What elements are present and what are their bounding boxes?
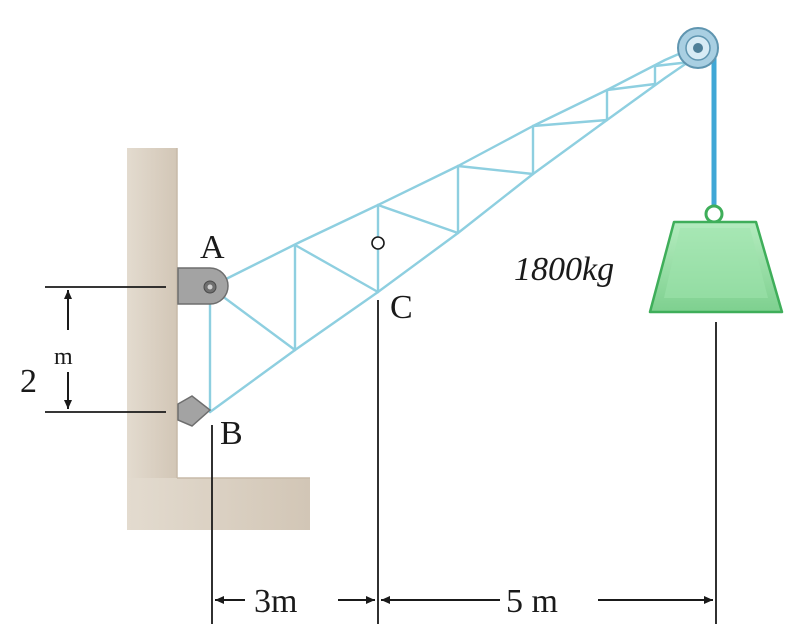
center-of-mass-marker: [371, 236, 385, 250]
truss-boom: [208, 44, 699, 414]
label-b: B: [220, 415, 243, 452]
truss-diagonal: [605, 82, 657, 92]
bottom-chord: [208, 54, 699, 414]
truss-diagonal: [376, 203, 460, 235]
weight-icon: [648, 204, 784, 314]
label-c: C: [390, 289, 413, 326]
pin-support-icon: [177, 267, 229, 305]
dim-c-to-load-label: 5 m: [506, 583, 558, 620]
horizontal-dimensions: [211, 300, 717, 624]
truss-diagonal: [531, 118, 609, 128]
mass-label: 1800kg: [514, 251, 614, 288]
rocker-support-icon: [177, 395, 212, 427]
top-chord: [208, 44, 699, 289]
height-dimension: [45, 286, 166, 413]
height-dimension-unit: m: [54, 344, 73, 370]
dim-ab-to-c-label: 3m: [254, 583, 297, 620]
truss-diagonal: [456, 164, 535, 176]
label-a: A: [200, 229, 225, 266]
pulley-icon: [677, 27, 719, 69]
wall: [127, 148, 310, 530]
height-dimension-value: 2: [20, 363, 37, 400]
truss-diagonal: [293, 243, 380, 294]
